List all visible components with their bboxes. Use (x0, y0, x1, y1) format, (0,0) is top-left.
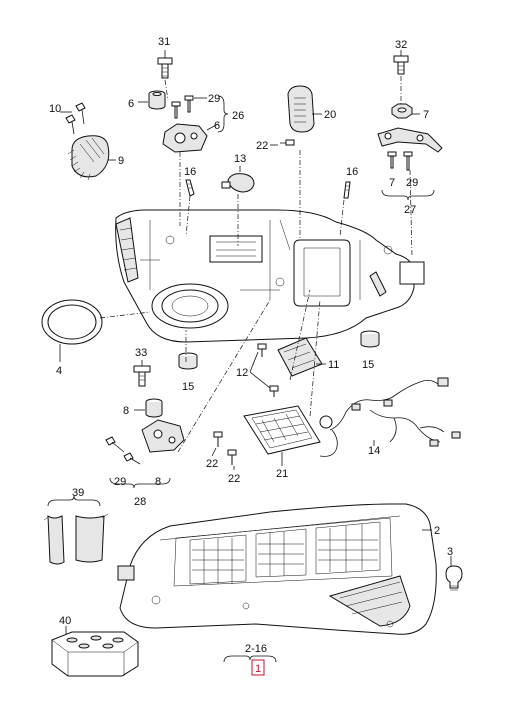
nut-7[interactable] (391, 103, 420, 119)
label-15a: 15 (182, 381, 194, 393)
label-40: 40 (59, 615, 71, 627)
bracket-brace-26 (217, 95, 229, 133)
label-2-16: 2-16 (245, 643, 267, 655)
label-32: 32 (395, 39, 407, 51)
actuator-13[interactable] (221, 166, 255, 193)
part-1-highlight-box (251, 659, 265, 676)
label-3: 3 (447, 546, 453, 558)
bracket-brace-39 (47, 495, 101, 507)
screw-22-top[interactable] (270, 139, 295, 146)
label-39: 39 (72, 487, 84, 499)
bolt-33[interactable] (133, 360, 151, 387)
cap-15-left[interactable] (178, 352, 198, 370)
label-12: 12 (236, 367, 248, 379)
driver-frame-21[interactable] (243, 405, 321, 466)
label-9: 9 (118, 155, 124, 167)
label-29c: 29 (114, 476, 126, 488)
cover-seal-4[interactable] (41, 299, 103, 362)
label-14: 14 (368, 445, 380, 457)
bushing-8[interactable] (134, 398, 163, 418)
label-4: 4 (56, 365, 62, 377)
label-26: 26 (232, 110, 244, 122)
label-6a: 6 (128, 98, 134, 110)
bracket-6[interactable] (162, 123, 219, 153)
screws-29[interactable] (171, 95, 207, 119)
label-16b: 16 (346, 166, 358, 178)
label-29a: 29 (208, 93, 220, 105)
bulb-3[interactable] (445, 556, 463, 591)
headlight-housing-back[interactable] (115, 209, 425, 343)
screw-10[interactable] (60, 102, 86, 135)
bracket-7[interactable] (377, 127, 443, 153)
screws-12[interactable] (249, 343, 279, 397)
label-16a: 16 (184, 166, 196, 178)
label-8b: 8 (155, 476, 161, 488)
label-31: 31 (158, 36, 170, 48)
seal-strips-39[interactable] (43, 513, 109, 565)
bracket-28[interactable] (141, 419, 185, 453)
heatsink-9[interactable] (67, 135, 116, 181)
label-22a: 22 (256, 140, 268, 152)
screws-22-lower[interactable] (211, 431, 237, 470)
bushing-6[interactable] (138, 90, 166, 110)
label-10: 10 (49, 103, 61, 115)
label-11: 11 (328, 359, 339, 371)
bolt-31[interactable] (157, 50, 173, 79)
label-7a: 7 (423, 109, 429, 121)
label-1: 1 (255, 663, 261, 675)
label-33: 33 (135, 347, 147, 359)
bracket-brace-27 (381, 189, 435, 201)
bolt-32[interactable] (393, 50, 409, 75)
label-22c: 22 (228, 473, 240, 485)
leader-lines (99, 76, 413, 453)
label-29b: 29 (406, 177, 418, 189)
part-labels: 31 32 6 29 26 6 10 9 20 22 7 13 16 16 7 … (49, 36, 453, 675)
label-6b: 6 (214, 120, 220, 132)
seal-20[interactable] (287, 85, 322, 133)
label-7b: 7 (389, 177, 395, 189)
label-15b: 15 (362, 359, 374, 371)
screws-29-right[interactable] (387, 151, 413, 171)
headlight-front-housing-2[interactable] (117, 503, 437, 635)
screws-29-lower[interactable] (105, 436, 141, 465)
label-22b: 22 (206, 458, 218, 470)
label-8a: 8 (123, 405, 129, 417)
cap-15-right[interactable] (360, 330, 380, 348)
cover-kit-40[interactable] (51, 626, 139, 677)
bracket-brace-2-16 (223, 655, 277, 663)
label-27: 27 (404, 204, 416, 216)
control-module-11[interactable] (277, 337, 326, 377)
label-21: 21 (276, 468, 288, 480)
label-2: 2 (434, 525, 440, 537)
wiring-harness-14[interactable] (319, 377, 461, 457)
label-28: 28 (134, 496, 146, 508)
pin-16-right[interactable] (343, 181, 351, 199)
label-13: 13 (234, 153, 246, 165)
label-20: 20 (324, 109, 336, 121)
bracket-brace-28 (109, 477, 171, 489)
pin-16-left[interactable] (185, 179, 195, 197)
